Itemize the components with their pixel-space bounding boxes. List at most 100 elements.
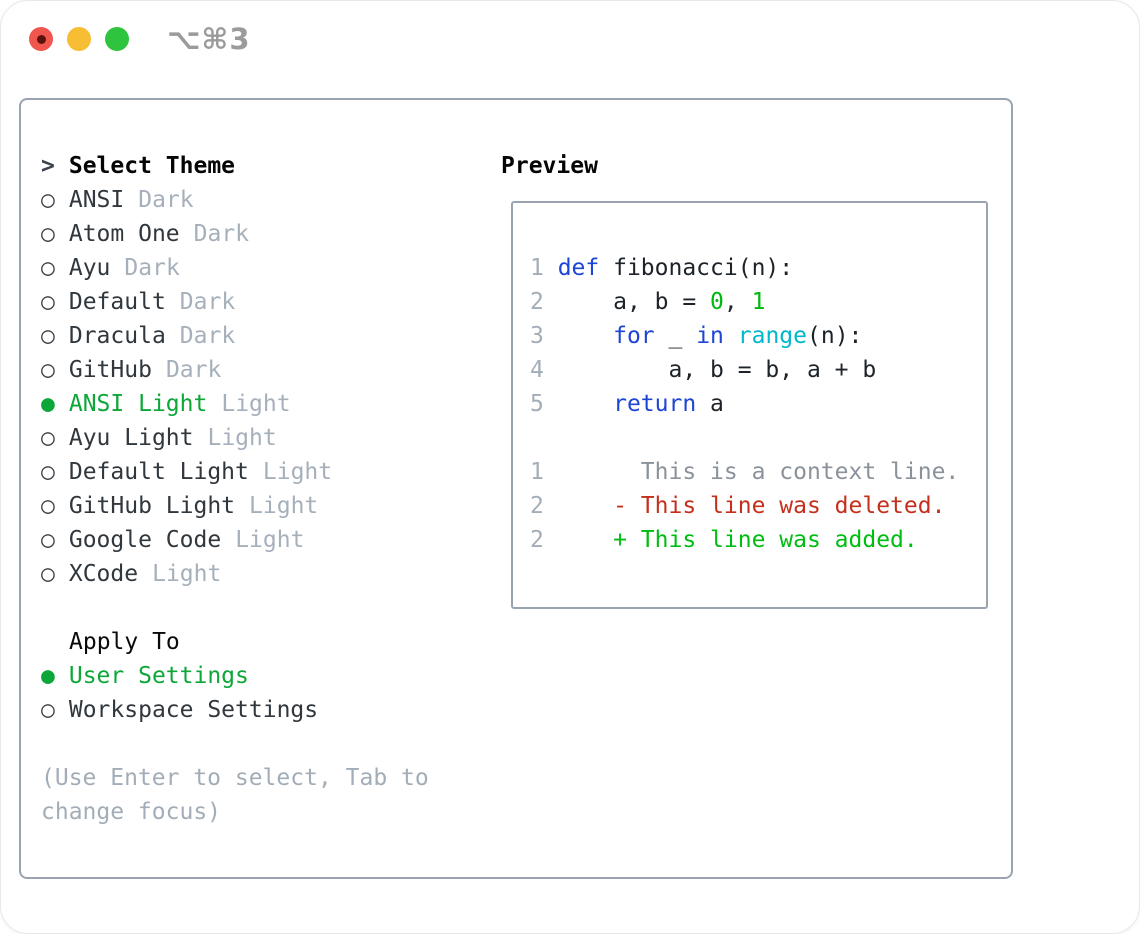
apply-option-workspace-settings[interactable]: ○ Workspace Settings <box>41 693 429 727</box>
theme-option-name: ANSI <box>68 187 125 213</box>
theme-option-name: Atom One <box>68 221 180 247</box>
spacer <box>41 591 429 625</box>
code-line: 2 a, b = 0, 1 <box>530 285 986 319</box>
theme-option-xcode[interactable]: ○ XCode Light <box>41 557 429 591</box>
line-number: 2 <box>530 493 558 519</box>
apply-to-label: Apply To <box>69 629 180 655</box>
code-line <box>530 421 986 455</box>
code-segment-kw: return <box>613 391 697 417</box>
apply-option-name: Workspace Settings <box>68 697 319 723</box>
theme-option-ansi[interactable]: ○ ANSI Dark <box>41 183 429 217</box>
radio-icon: ○ <box>41 187 55 213</box>
code-segment-fg <box>558 391 613 417</box>
apply-option-name: User Settings <box>68 663 249 689</box>
radio-icon: ○ <box>41 357 55 383</box>
theme-variant-label: Dark <box>165 357 222 383</box>
radio-selected-icon: ● <box>41 663 55 689</box>
theme-variant-label: Dark <box>138 187 194 213</box>
line-number: 3 <box>530 323 558 349</box>
code-line: 5 return a <box>530 387 986 421</box>
code-segment-add: + This line was added. <box>557 527 918 553</box>
radio-icon: ○ <box>41 697 55 723</box>
radio-icon: ○ <box>41 459 55 485</box>
theme-variant-label: Light <box>152 561 222 587</box>
theme-variant-label: Dark <box>179 323 236 349</box>
theme-option-google-code[interactable]: ○ Google Code Light <box>41 523 429 557</box>
code-segment-num: 1 <box>751 289 766 315</box>
theme-option-atom-one[interactable]: ○ Atom One Dark <box>41 217 429 251</box>
theme-option-name: GitHub Light <box>68 493 236 519</box>
close-button[interactable] <box>29 27 53 51</box>
help-text-line-1: (Use Enter to select, Tab to <box>41 765 429 791</box>
apply-to-options: ● User Settings ○ Workspace Settings <box>41 659 429 727</box>
titlebar: ⌥⌘3 <box>29 22 251 56</box>
radio-selected-icon: ● <box>41 391 55 417</box>
theme-option-name: ANSI Light <box>68 391 208 417</box>
code-segment-kw: for <box>613 323 655 349</box>
code-segment-fg: a <box>696 391 724 417</box>
radio-icon: ○ <box>41 255 55 281</box>
radio-icon: ○ <box>41 323 55 349</box>
theme-option-name: GitHub <box>68 357 152 383</box>
select-theme-title: Select Theme <box>68 153 236 179</box>
radio-icon: ○ <box>41 221 55 247</box>
theme-option-ansi-light[interactable]: ● ANSI Light Light <box>41 387 429 421</box>
radio-icon: ○ <box>41 527 55 553</box>
code-segment-kw: def <box>557 255 600 281</box>
preview-title: Preview <box>501 153 598 179</box>
code-line: 2 - This line was deleted. <box>530 489 986 523</box>
theme-option-ayu-light[interactable]: ○ Ayu Light Light <box>41 421 429 455</box>
code-segment-fg: fibonacci(n): <box>599 255 794 281</box>
radio-icon: ○ <box>41 493 55 519</box>
radio-icon: ○ <box>41 425 55 451</box>
code-segment-fg: , <box>723 289 752 315</box>
cursor-marker: > <box>41 153 55 179</box>
line-number: 1 <box>530 255 558 281</box>
help-text-line-2: change focus) <box>41 799 222 825</box>
theme-option-name: Default Light <box>68 459 249 485</box>
line-number: 2 <box>530 527 558 553</box>
zoom-button[interactable] <box>105 27 129 51</box>
minimize-button[interactable] <box>67 27 91 51</box>
theme-option-default[interactable]: ○ Default Dark <box>41 285 429 319</box>
window-title: ⌥⌘3 <box>167 22 251 56</box>
code-line: 2 + This line was added. <box>530 523 986 557</box>
code-segment-fg: a, b = b, a + b <box>557 357 877 383</box>
theme-variant-label: Dark <box>193 221 250 247</box>
apply-option-user-settings[interactable]: ● User Settings <box>41 659 429 693</box>
close-button-dot-icon <box>36 34 46 44</box>
theme-variant-label: Light <box>235 527 305 553</box>
theme-variant-label: Dark <box>179 289 236 315</box>
select-theme-header: > Select Theme <box>41 149 429 183</box>
code-segment-fg: a, b = <box>557 289 711 315</box>
theme-variant-label: Light <box>221 391 291 417</box>
theme-option-name: Dracula <box>68 323 166 349</box>
code-line: 4 a, b = b, a + b <box>530 353 986 387</box>
theme-option-name: Ayu Light <box>68 425 194 451</box>
theme-variant-label: Dark <box>124 255 180 281</box>
code-segment-fg: _ <box>654 323 697 349</box>
theme-option-github[interactable]: ○ GitHub Dark <box>41 353 429 387</box>
spacer <box>41 727 429 761</box>
theme-option-dracula[interactable]: ○ Dracula Dark <box>41 319 429 353</box>
code-segment-ctx: This is a context line. <box>557 459 960 485</box>
theme-variant-label: Light <box>207 425 277 451</box>
radio-icon: ○ <box>41 289 55 315</box>
theme-option-name: Ayu <box>68 255 111 281</box>
code-segment-fg <box>558 323 613 349</box>
code-line: 1 def fibonacci(n): <box>530 251 986 285</box>
theme-variant-label: Light <box>249 493 319 519</box>
theme-option-ayu[interactable]: ○ Ayu Dark <box>41 251 429 285</box>
radio-icon: ○ <box>41 561 55 587</box>
theme-option-name: Google Code <box>68 527 222 553</box>
theme-option-name: XCode <box>68 561 139 587</box>
theme-option-name: Default <box>68 289 166 315</box>
code-segment-kw: in <box>696 323 724 349</box>
theme-option-github-light[interactable]: ○ GitHub Light Light <box>41 489 429 523</box>
